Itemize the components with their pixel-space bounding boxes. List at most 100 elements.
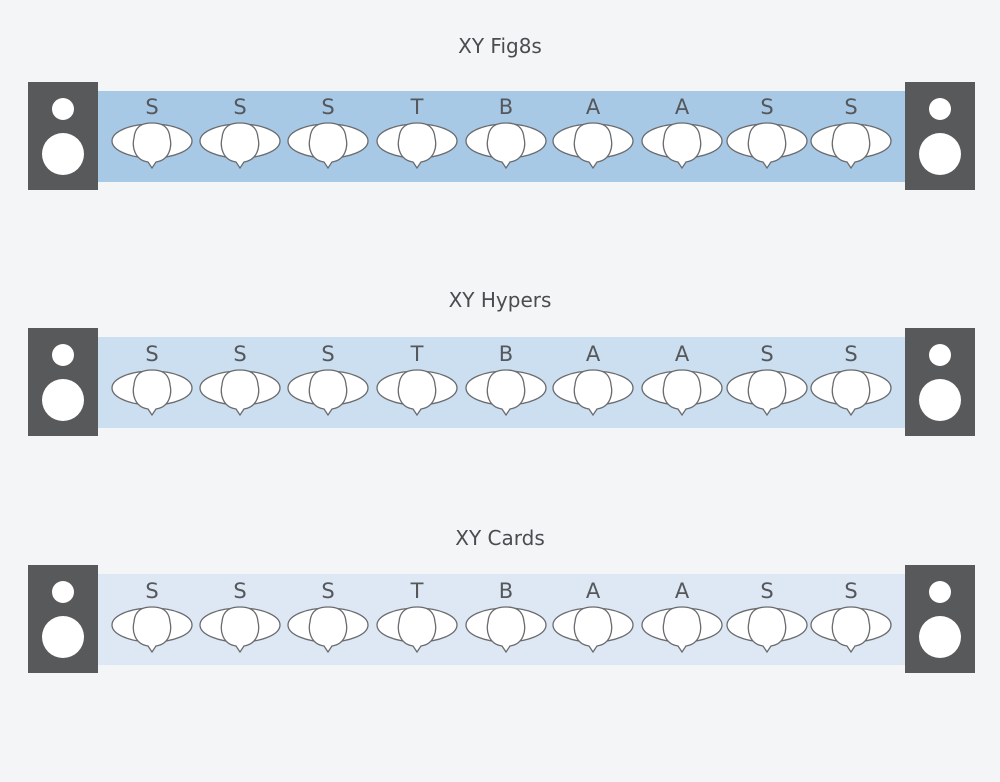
head-shape (831, 606, 871, 654)
head-shape (308, 369, 348, 417)
singer: S (199, 342, 281, 417)
voice-part-label: S (233, 95, 246, 119)
head-shape (220, 122, 260, 170)
voice-part-label: A (586, 342, 601, 366)
speaker-woofer (919, 379, 961, 421)
singer-head-icon (641, 369, 723, 417)
head-shape (220, 606, 260, 654)
singer-head-icon (111, 369, 193, 417)
head-shape (397, 122, 437, 170)
voice-part-label: A (675, 579, 690, 603)
speaker-woofer (919, 133, 961, 175)
singer-head-icon (810, 122, 892, 170)
voice-part-label: S (760, 342, 773, 366)
head-shape (662, 122, 702, 170)
singer-head-icon (810, 369, 892, 417)
speaker-tweeter (929, 98, 951, 120)
singer: S (726, 342, 808, 417)
singer-head-icon (810, 606, 892, 654)
voice-part-label: B (499, 95, 513, 119)
voice-part-label: B (499, 579, 513, 603)
voice-part-label: S (321, 342, 334, 366)
speaker-woofer (42, 133, 84, 175)
singer-head-icon (465, 122, 547, 170)
head-shape (831, 369, 871, 417)
head-shape (662, 606, 702, 654)
singer-head-icon (199, 369, 281, 417)
head-shape (397, 606, 437, 654)
voice-part-label: S (233, 579, 246, 603)
singer-head-icon (552, 122, 634, 170)
singer: S (111, 342, 193, 417)
head-shape (573, 369, 613, 417)
singer: B (465, 342, 547, 417)
singer-head-icon (726, 122, 808, 170)
voice-part-label: S (145, 95, 158, 119)
singer: A (552, 579, 634, 654)
head-shape (573, 122, 613, 170)
voice-part-label: T (410, 579, 424, 603)
voice-part-label: A (675, 342, 690, 366)
singer: S (810, 579, 892, 654)
left-speaker-icon (28, 328, 98, 436)
singer: S (111, 95, 193, 170)
head-shape (831, 122, 871, 170)
voice-part-label: S (844, 579, 857, 603)
head-shape (747, 606, 787, 654)
singer: B (465, 95, 547, 170)
voice-part-label: S (844, 95, 857, 119)
row-title: XY Cards (455, 526, 544, 550)
singer-head-icon (199, 122, 281, 170)
singer: T (376, 95, 458, 170)
singer-head-icon (641, 606, 723, 654)
singer: S (111, 579, 193, 654)
voice-part-label: S (760, 95, 773, 119)
singer: T (376, 579, 458, 654)
singer: S (199, 579, 281, 654)
head-shape (132, 369, 172, 417)
singer-head-icon (287, 606, 369, 654)
head-shape (573, 606, 613, 654)
head-shape (662, 369, 702, 417)
right-speaker-icon (905, 82, 975, 190)
singer: A (552, 342, 634, 417)
speaker-tweeter (929, 344, 951, 366)
head-shape (220, 369, 260, 417)
singer: S (287, 579, 369, 654)
singer-head-icon (465, 369, 547, 417)
singer: T (376, 342, 458, 417)
voice-part-label: T (410, 342, 424, 366)
singer-head-icon (111, 606, 193, 654)
singer-head-icon (726, 606, 808, 654)
singer: S (199, 95, 281, 170)
head-shape (132, 606, 172, 654)
voice-part-label: S (321, 579, 334, 603)
singer: S (726, 95, 808, 170)
speaker-tweeter (929, 581, 951, 603)
left-speaker-icon (28, 565, 98, 673)
right-speaker-icon (905, 565, 975, 673)
voice-part-label: S (760, 579, 773, 603)
head-shape (397, 369, 437, 417)
singer-head-icon (641, 122, 723, 170)
head-shape (132, 122, 172, 170)
singer: A (641, 95, 723, 170)
speaker-woofer (42, 616, 84, 658)
right-speaker-icon (905, 328, 975, 436)
voice-part-label: S (145, 579, 158, 603)
singer-head-icon (552, 369, 634, 417)
singer-head-icon (465, 606, 547, 654)
singer: S (287, 342, 369, 417)
speaker-tweeter (52, 98, 74, 120)
singer: A (552, 95, 634, 170)
singer: S (810, 95, 892, 170)
voice-part-label: A (586, 95, 601, 119)
voice-part-label: S (321, 95, 334, 119)
speaker-woofer (919, 616, 961, 658)
head-shape (486, 122, 526, 170)
head-shape (747, 369, 787, 417)
singer: S (287, 95, 369, 170)
